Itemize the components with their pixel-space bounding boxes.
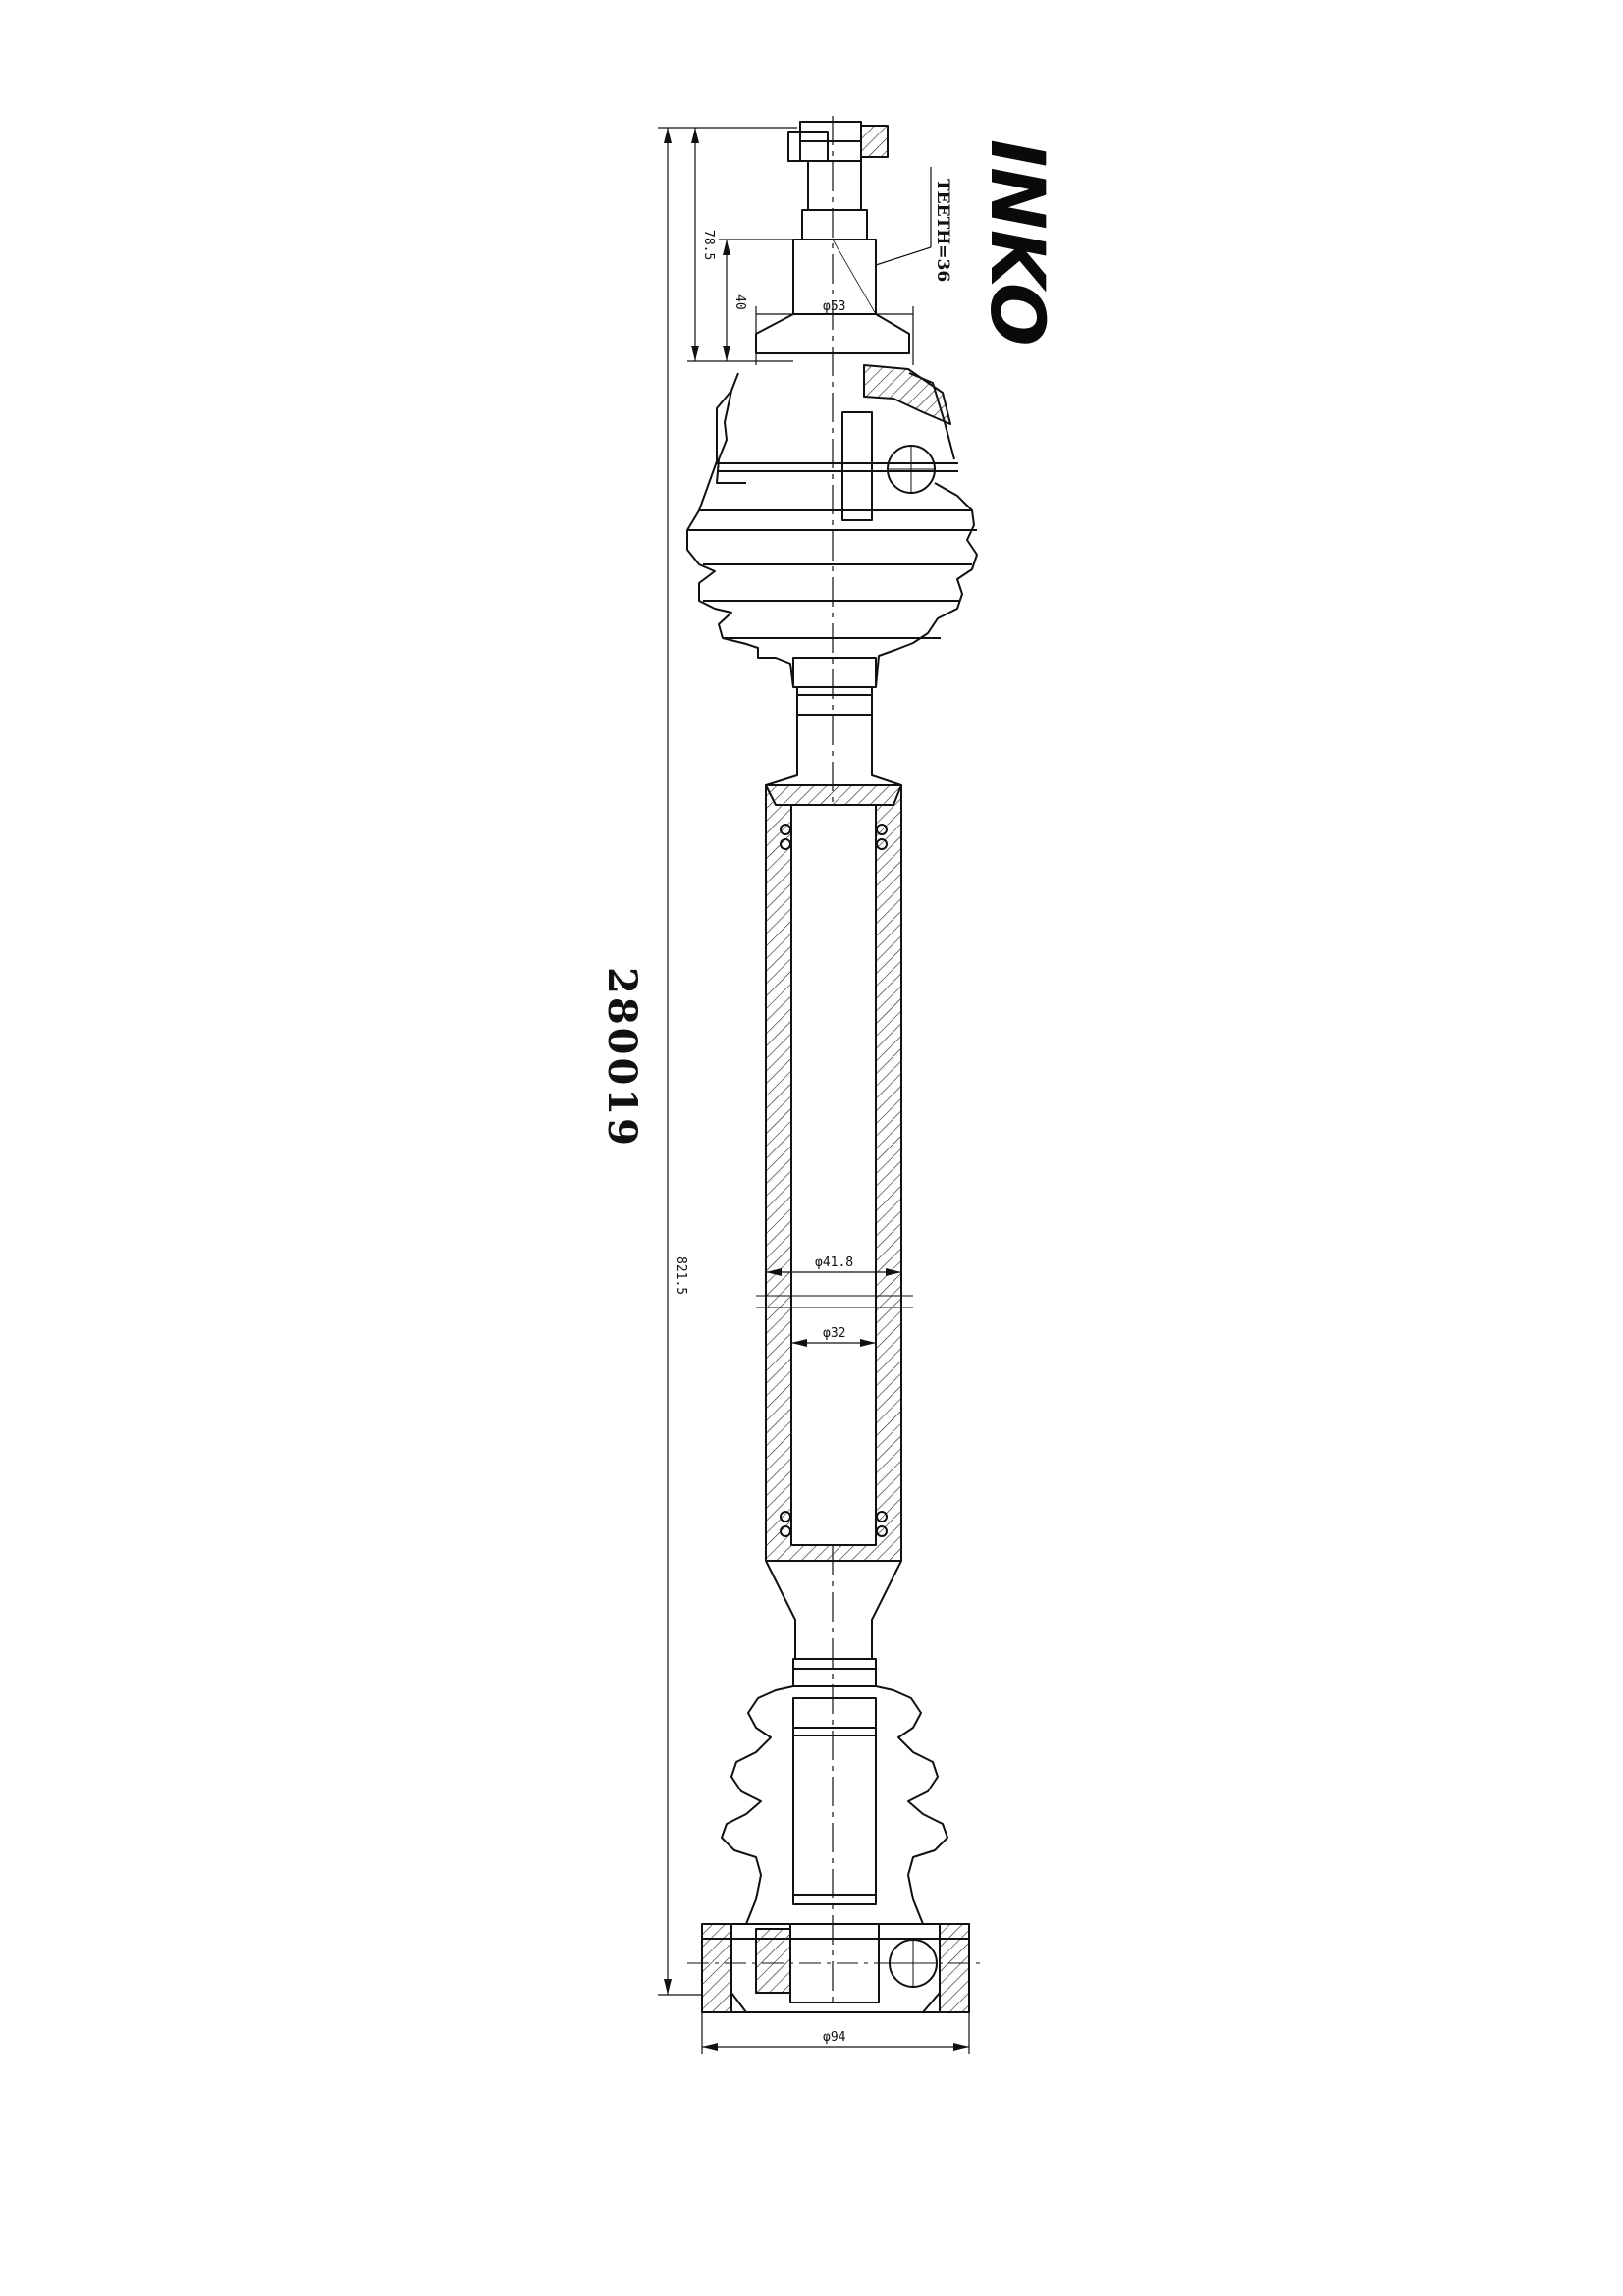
threaded-stub <box>787 121 889 315</box>
dimension-arrows <box>664 128 969 2051</box>
main-tube <box>756 784 913 1562</box>
lower-boot <box>721 1685 948 1925</box>
dim-shaft-outer-diameter: φ41.8 <box>815 1255 853 1270</box>
part-number: 280019 <box>599 967 645 1148</box>
dim-housing-diameter: φ94 <box>823 2030 846 2045</box>
dim-shaft-inner-diameter: φ32 <box>823 1326 845 1341</box>
dim-spline-length: 40 <box>732 294 747 310</box>
lower-shaft-neck <box>765 1560 902 1687</box>
lower-joint-housing <box>687 1923 982 2013</box>
dim-overall-length: 821.5 <box>674 1256 688 1295</box>
upper-joint-housing <box>716 313 958 521</box>
upper-boot <box>686 390 978 688</box>
dim-stub-length: 78.5 <box>701 230 716 260</box>
inko-logo: INKO <box>974 139 1061 347</box>
dim-hub-diameter: φ53 <box>823 299 845 314</box>
teeth-note: TEETH=36 <box>933 179 952 282</box>
